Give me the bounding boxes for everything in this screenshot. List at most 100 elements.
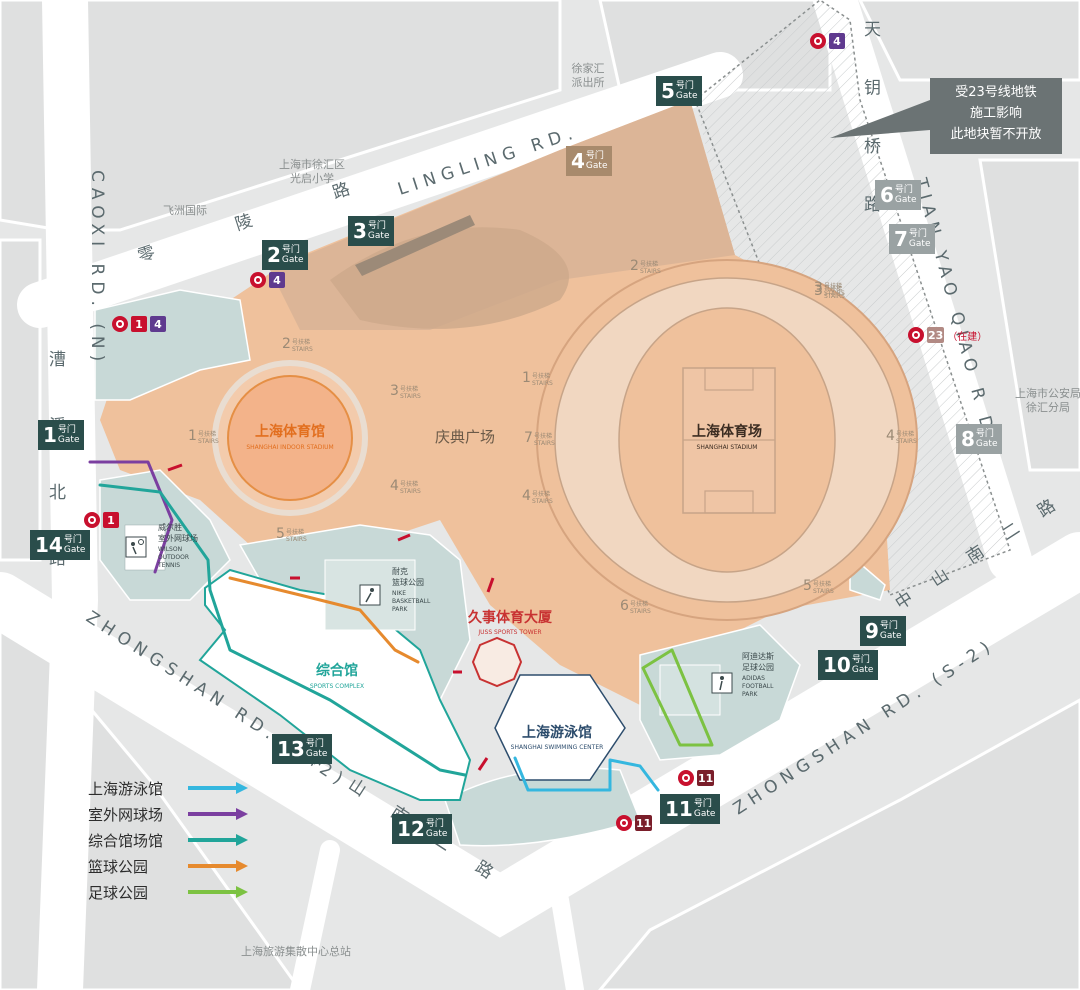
swim-label-en: SHANGHAI SWIMMING CENTER — [511, 744, 604, 751]
stairs-label-en: STAIRS — [532, 380, 553, 387]
stairs-label-cn: 号扶梯 — [824, 282, 842, 290]
gate-label-cn: 号门 — [908, 229, 927, 239]
legend-arrow-icon — [188, 782, 248, 794]
nike-label-en3: PARK — [392, 606, 409, 613]
closed-construction-area — [695, 0, 1010, 595]
football-icon — [711, 672, 733, 694]
indoor-stadium-label-en: SHANGHAI INDOOR STADIUM — [246, 444, 333, 451]
stairs-label-en: STAIRS — [534, 440, 555, 447]
swim-label: 上海游泳馆 — [522, 724, 592, 741]
gate-label-en: Gate — [879, 631, 902, 641]
metro-logo-icon — [112, 316, 128, 332]
gate-label-en: Gate — [425, 829, 448, 839]
stairs-label-en: STAIRS — [292, 346, 313, 353]
stairs-number: 2 — [282, 336, 291, 352]
gate-number: 12 — [397, 817, 425, 841]
gate-number: 8 — [961, 427, 975, 451]
gate-label-en: Gate — [975, 439, 998, 449]
gate-number: 9 — [865, 619, 879, 643]
complex-label: 综合馆 — [316, 662, 358, 679]
stairs-label-cn: 号扶梯 — [640, 260, 658, 268]
stairs-number: 4 — [522, 488, 531, 504]
legend-item: 篮球公园 — [88, 853, 248, 879]
nike-label-cn2: 篮球公园 — [392, 577, 424, 587]
metro-station-marker: 4 — [810, 33, 845, 49]
notice-line2: 施工影响 — [969, 106, 1022, 121]
stairs-number: 2 — [630, 258, 639, 274]
legend-label: 室外网球场 — [88, 805, 164, 824]
stairs-label-en: STAIRS — [824, 290, 845, 297]
gate-label-en: Gate — [894, 195, 917, 205]
stairs-label-cn: 号扶梯 — [630, 600, 648, 608]
gate-label-cn: 号门 — [851, 655, 870, 665]
gate-number: 1 — [43, 423, 57, 447]
notice-pointer — [830, 100, 930, 138]
legend-item: 上海游泳馆 — [88, 775, 248, 801]
nike-label-en1: NIKE — [392, 590, 406, 597]
route-lines — [88, 460, 714, 792]
gate-label-cn: 号门 — [975, 429, 994, 439]
gate-label-cn: 号门 — [693, 799, 712, 809]
legend-item: 室外网球场 — [88, 801, 248, 827]
stairs-label-en: STAIRS — [286, 536, 307, 543]
indoor-stadium-core — [227, 375, 353, 501]
metro-line-badge: 4 — [829, 33, 845, 49]
penalty-box-bottom — [704, 490, 754, 514]
closed-area-border — [694, 0, 1011, 596]
metro-station-marker: 1 — [84, 512, 119, 528]
wilson-label-en2: OUTDOOR — [158, 554, 189, 561]
metro-note: （在建） — [947, 331, 988, 343]
gate-label-en: Gate — [305, 749, 328, 759]
stairs-number: 5 — [276, 526, 285, 542]
legend-arrow-icon — [188, 834, 248, 846]
plaza-label: 庆典广场 — [435, 428, 495, 446]
construction-notice: 受23号线地铁 施工影响 此地块暂不开放 — [930, 78, 1062, 154]
nike-label-cn1: 耐克 — [392, 566, 408, 576]
juss-sports-tower — [471, 636, 523, 688]
stairs-label-cn: 号扶梯 — [896, 430, 914, 438]
metro-logo-icon — [616, 815, 632, 831]
metro-station-marker: 11 — [616, 815, 653, 831]
stairs-label-cn: 号扶梯 — [400, 480, 418, 488]
stadium-label: 上海体育场 — [692, 423, 762, 440]
penalty-box-top — [704, 367, 754, 391]
stairs-label-cn: 号扶梯 — [286, 528, 304, 536]
sports-complex-building — [198, 568, 472, 801]
legend-arrow-icon — [188, 886, 248, 898]
gate-label-en: Gate — [693, 809, 716, 819]
tower-label-en: JUSS SPORTS TOWER — [477, 629, 541, 636]
metro-logo-icon — [810, 33, 826, 49]
road-caoxi-cn: 漕 溪 北 路 — [45, 350, 66, 588]
place-school: 上海市徐汇区光启小学 — [279, 157, 345, 185]
stairs-label-en: STAIRS — [824, 293, 845, 300]
gate-number: 13 — [277, 737, 305, 761]
metro-line-badge: 1 — [103, 512, 119, 528]
metro-logo-icon — [250, 272, 266, 288]
stairs-number: 6 — [620, 598, 629, 614]
road-caoxi-en: CAOXI RD. (N) — [87, 170, 107, 367]
complex-label-en: SPORTS COMPLEX — [310, 683, 364, 690]
gate-label-en: Gate — [908, 239, 931, 249]
stairs-number: 7 — [524, 430, 533, 446]
stairs-label-en: STAIRS — [400, 393, 421, 400]
gate-number: 3 — [353, 219, 367, 243]
legend-item: 足球公园 — [88, 879, 248, 905]
place-bus-station: 上海旅游集散中心总站 — [241, 944, 351, 958]
metro-line-badge: 11 — [635, 815, 653, 831]
